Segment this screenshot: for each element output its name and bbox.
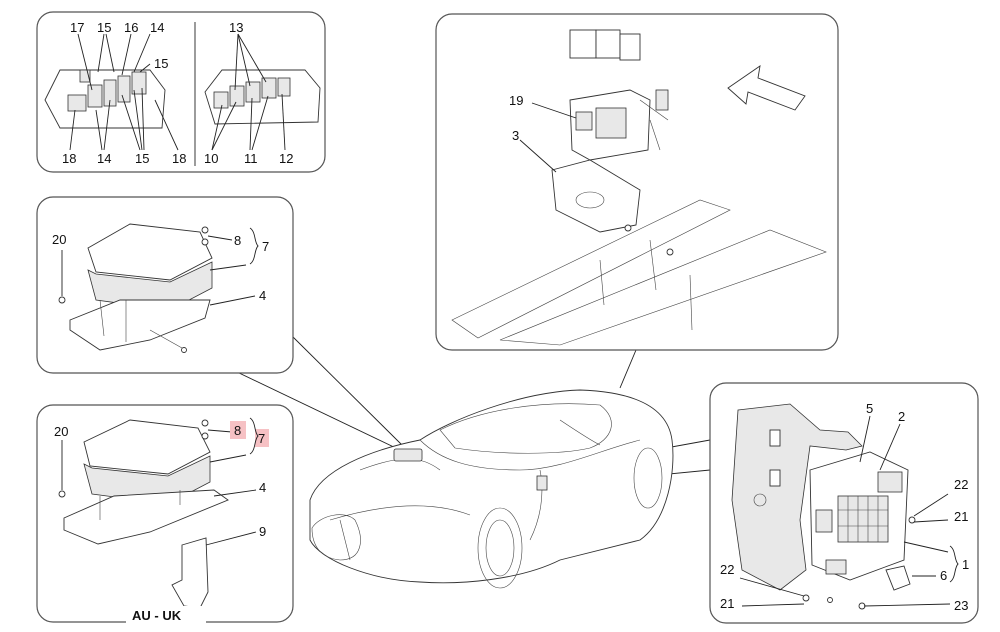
label-15-right: 15 (154, 56, 168, 71)
label-18-right: 18 (172, 151, 186, 166)
label-17: 17 (70, 20, 84, 35)
panel-fuse-junction: 5 2 22 21 1 6 22 21 23 (709, 382, 979, 624)
label-12: 12 (279, 151, 293, 166)
panel-fuse-boxes: 17 15 16 14 15 18 14 15 18 13 10 11 12 (36, 11, 326, 173)
label-4: 4 (259, 288, 266, 303)
label-20: 20 (52, 232, 66, 247)
label-8: 8 (234, 233, 241, 248)
caption-au-uk: AU - UK (132, 608, 182, 623)
label-9: 9 (259, 524, 266, 539)
panel-control-unit: 20 8 7 4 (36, 196, 294, 374)
label-19: 19 (509, 93, 523, 108)
label-23: 23 (954, 598, 968, 613)
label-13: 13 (229, 20, 243, 35)
panel-control-unit-au-uk: 20 8 7 4 9 AU - UK (36, 404, 294, 624)
label-7-highlighted: 7 (258, 431, 265, 446)
label-1: 1 (962, 557, 969, 572)
label-20: 20 (54, 424, 68, 439)
label-14-top: 14 (150, 20, 164, 35)
label-21-left: 21 (720, 596, 734, 611)
label-5: 5 (866, 401, 873, 416)
label-16: 16 (124, 20, 138, 35)
label-21-right: 21 (954, 509, 968, 524)
panel-bracket-assembly: 19 3 (435, 13, 839, 351)
label-15-top: 15 (97, 20, 111, 35)
label-14-bottom: 14 (97, 151, 111, 166)
label-7: 7 (262, 239, 269, 254)
label-8-highlighted: 8 (234, 423, 241, 438)
label-22-left: 22 (720, 562, 734, 577)
label-2: 2 (898, 409, 905, 424)
label-4: 4 (259, 480, 266, 495)
label-18-left: 18 (62, 151, 76, 166)
label-11: 11 (244, 151, 258, 166)
label-22-right: 22 (954, 477, 968, 492)
label-10: 10 (204, 151, 218, 166)
label-6: 6 (940, 568, 947, 583)
car-illustration (309, 389, 674, 589)
label-3: 3 (512, 128, 519, 143)
label-15-bottom: 15 (135, 151, 149, 166)
